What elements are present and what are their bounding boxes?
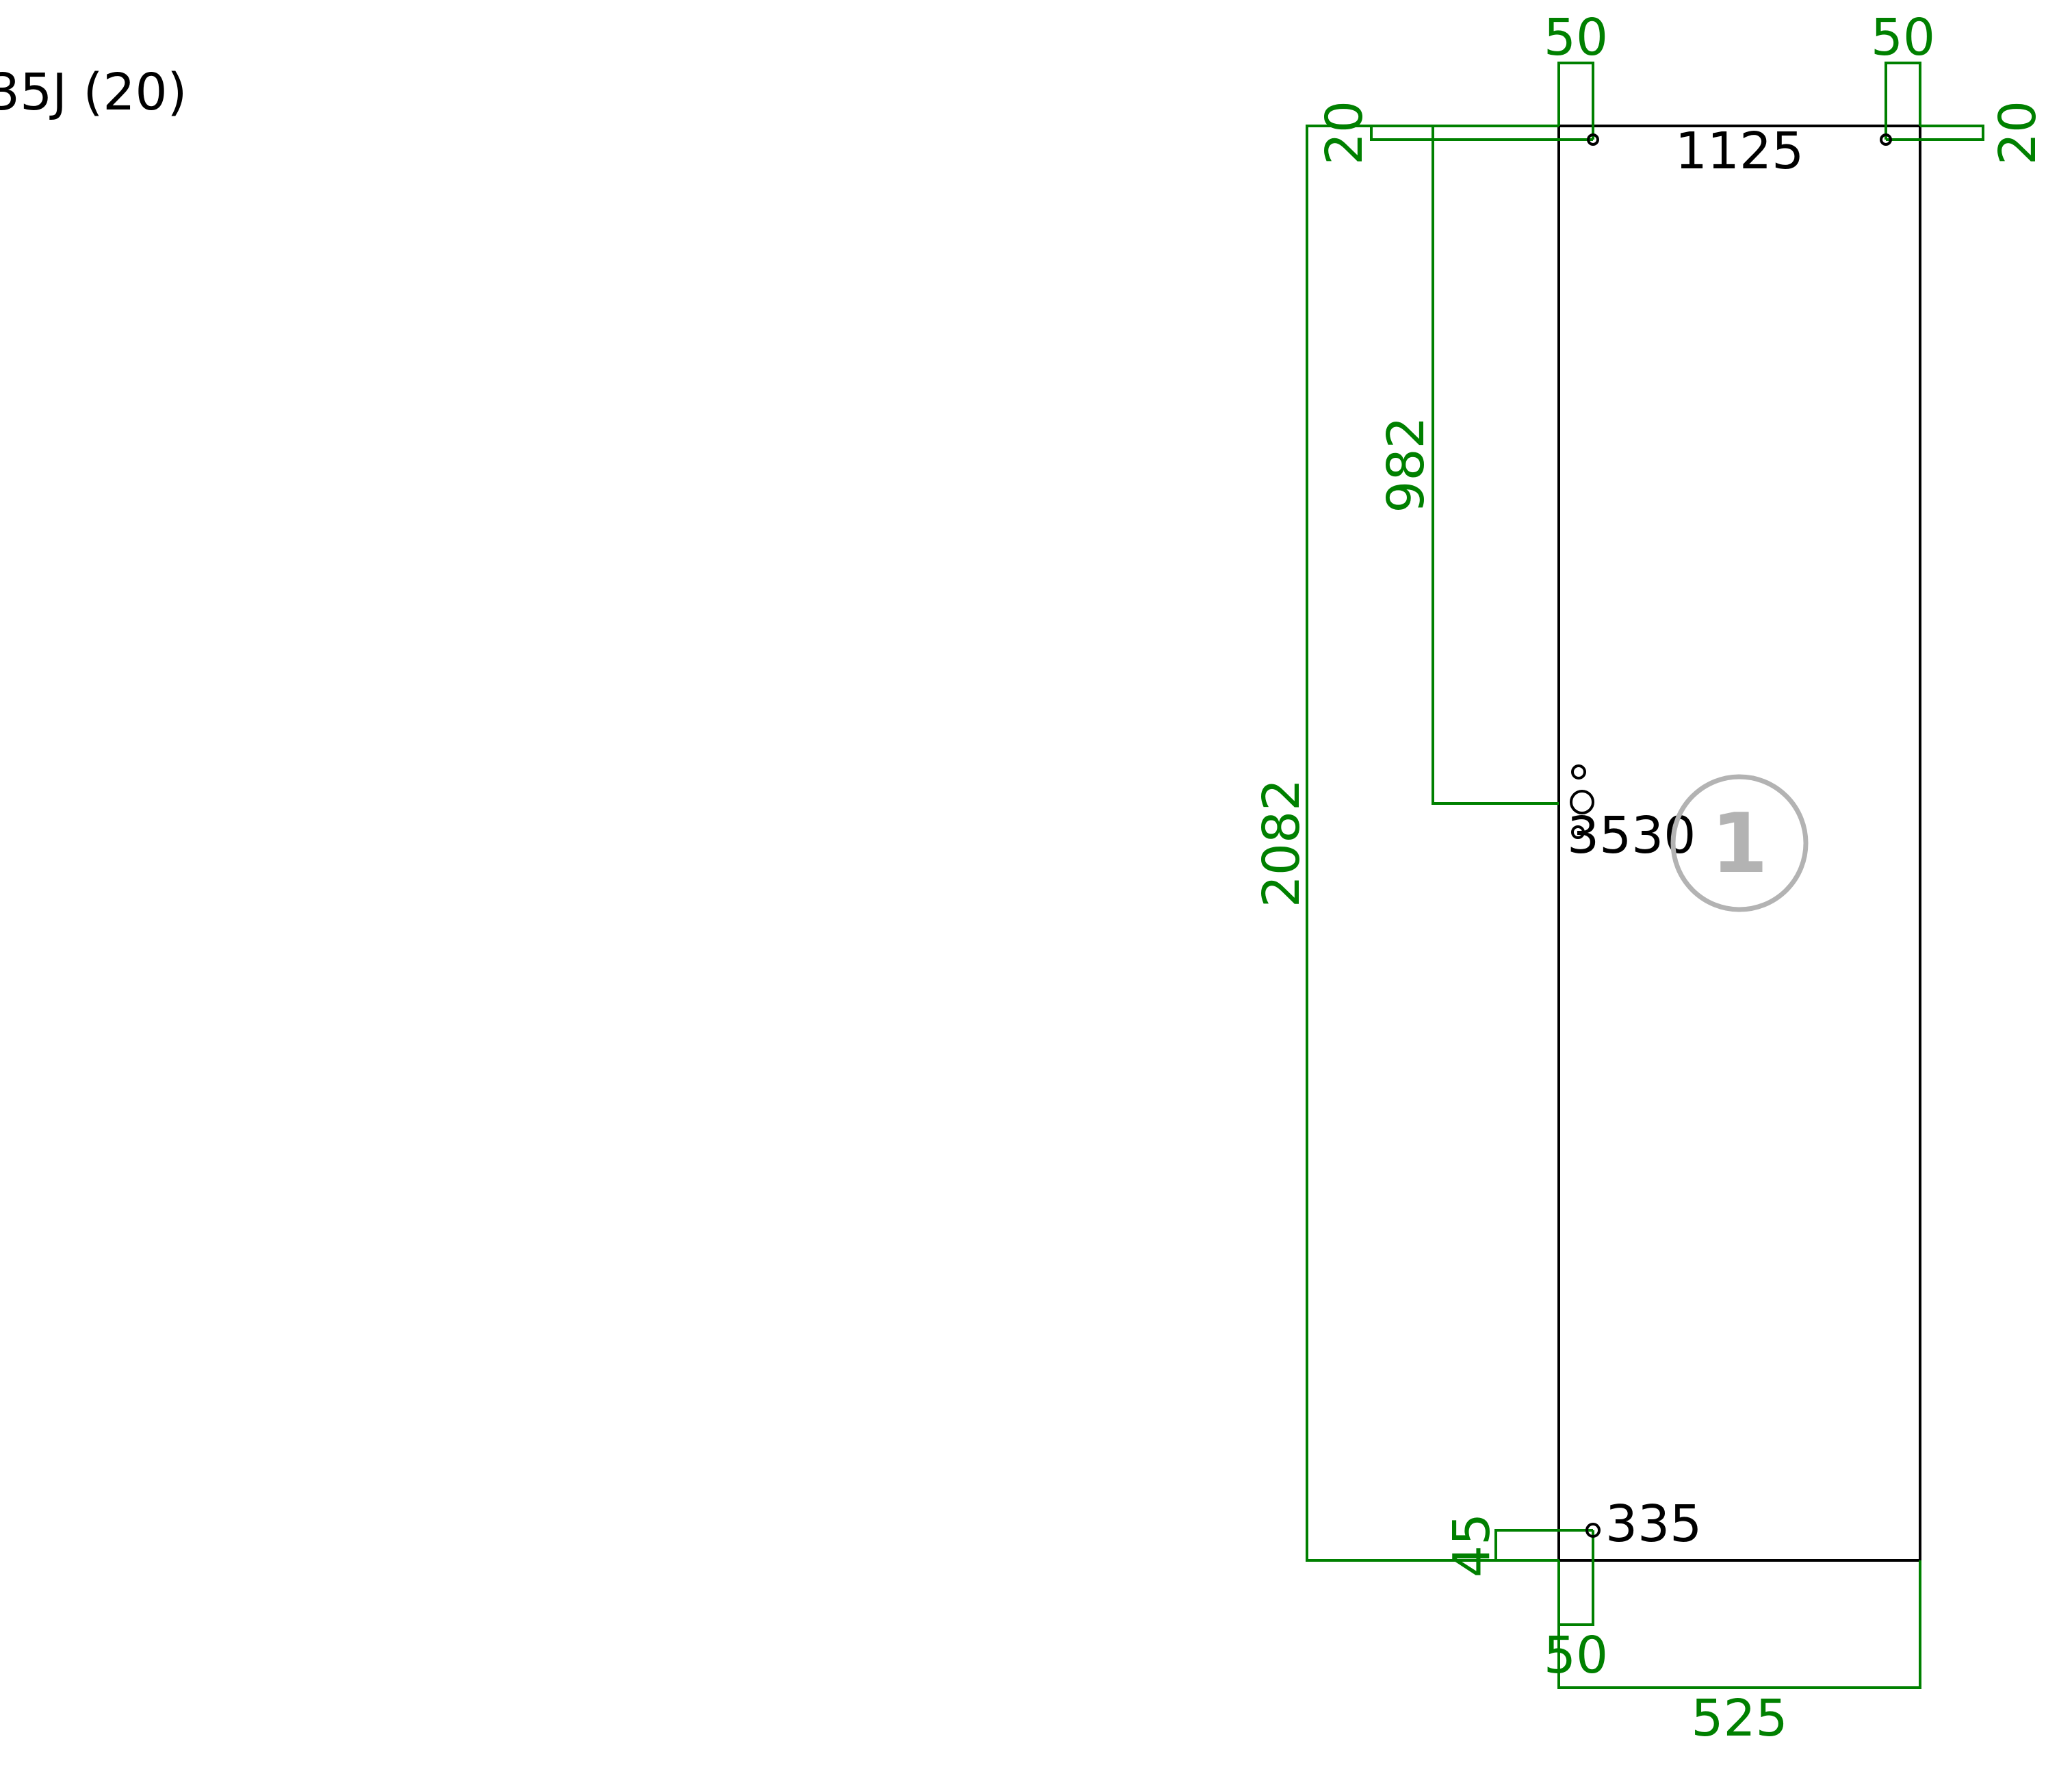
dim-hole-982-label: 982 (1377, 416, 1436, 513)
dim-top-right-50-label: 50 (1871, 8, 1935, 67)
hole-top-right (1880, 133, 1892, 146)
panel-outline (1557, 125, 1921, 1562)
dim-overall-width-line (1557, 1560, 1921, 1689)
dim-bottom-50-bracket (1557, 1530, 1594, 1626)
dim-bottom-45-bracket (1494, 1529, 1593, 1562)
dimension-lines (1306, 62, 1984, 1689)
hole-bottom (1585, 1523, 1601, 1538)
hole-side-main (1570, 790, 1594, 814)
dim-overall-height-label: 2082 (1252, 779, 1311, 907)
hole-top-left (1587, 133, 1599, 146)
dim-bottom-50-label: 50 (1544, 1626, 1608, 1685)
drawing-title: 35J (20) (0, 63, 187, 122)
dim-overall-width-label: 525 (1691, 1689, 1787, 1748)
dim-top-right-20-label: 20 (1989, 101, 2047, 165)
hole-side-upper (1571, 764, 1586, 780)
dim-top-left-50-bracket (1557, 62, 1594, 140)
dim-hole-982-line (1432, 125, 1559, 805)
part-number-label: 1 (1711, 797, 1768, 892)
part-number-circle (1670, 774, 1809, 912)
dim-top-left-20-label: 20 (1315, 101, 1374, 165)
dim-top-right-50-bracket (1885, 62, 1921, 140)
hole-label-bottom: 335 (1605, 1495, 1702, 1554)
dim-bottom-45-label: 45 (1442, 1513, 1501, 1577)
dim-top-left-50-label: 50 (1544, 8, 1608, 67)
dim-top-right-20-bracket (1886, 125, 1984, 141)
hole-side-lower (1571, 825, 1585, 839)
hole-label-top: 1125 (1675, 122, 1804, 181)
